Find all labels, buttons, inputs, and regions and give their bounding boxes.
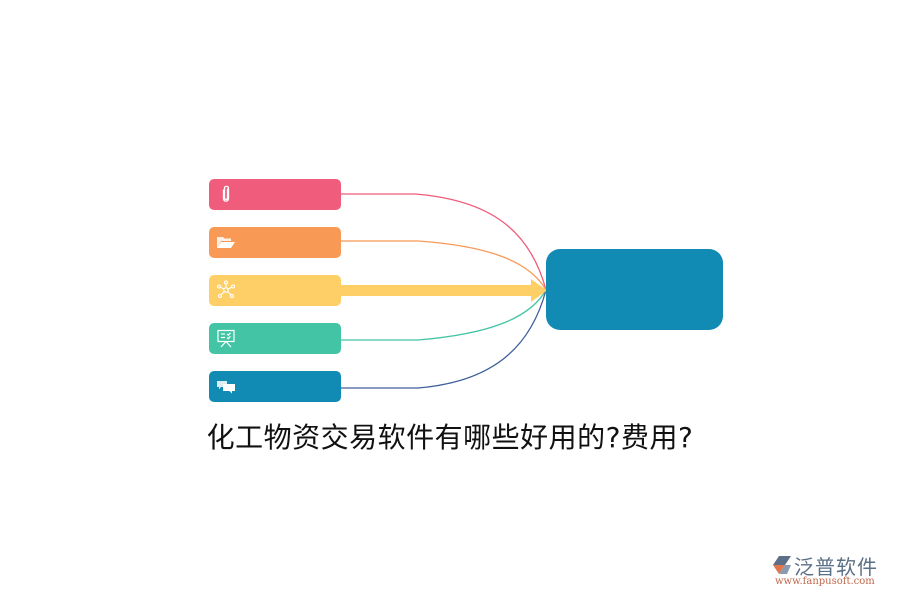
folder-open-icon [217,237,235,248]
paperclip-icon [222,185,230,202]
item-box-attachment[interactable] [209,179,341,210]
presentation-board-icon [217,329,235,348]
brand-logo[interactable]: 泛普软件 www.fanpusoft.com [770,553,895,593]
fanpu-logo-icon [773,556,791,574]
item-box-presentation[interactable] [209,323,341,354]
central-topic-box[interactable] [546,249,723,330]
connector-pink [341,193,547,291]
item-box-chat[interactable] [209,371,341,402]
network-hub-icon [216,280,236,299]
connector-yellow-arrow-head [531,279,547,302]
connector-blue [341,289,547,389]
item-box-folder[interactable] [209,227,341,258]
connector-orange [341,240,547,291]
connector-teal [341,289,547,341]
logo-name: 泛普软件 [794,555,878,579]
logo-url: www.fanpusoft.com [775,576,875,587]
item-box-network[interactable] [209,275,341,306]
connector-yellow-arrow-shaft [341,285,533,296]
page-title: 化工物资交易软件有哪些好用的?费用? [206,421,694,454]
chat-bubbles-icon [217,381,235,394]
